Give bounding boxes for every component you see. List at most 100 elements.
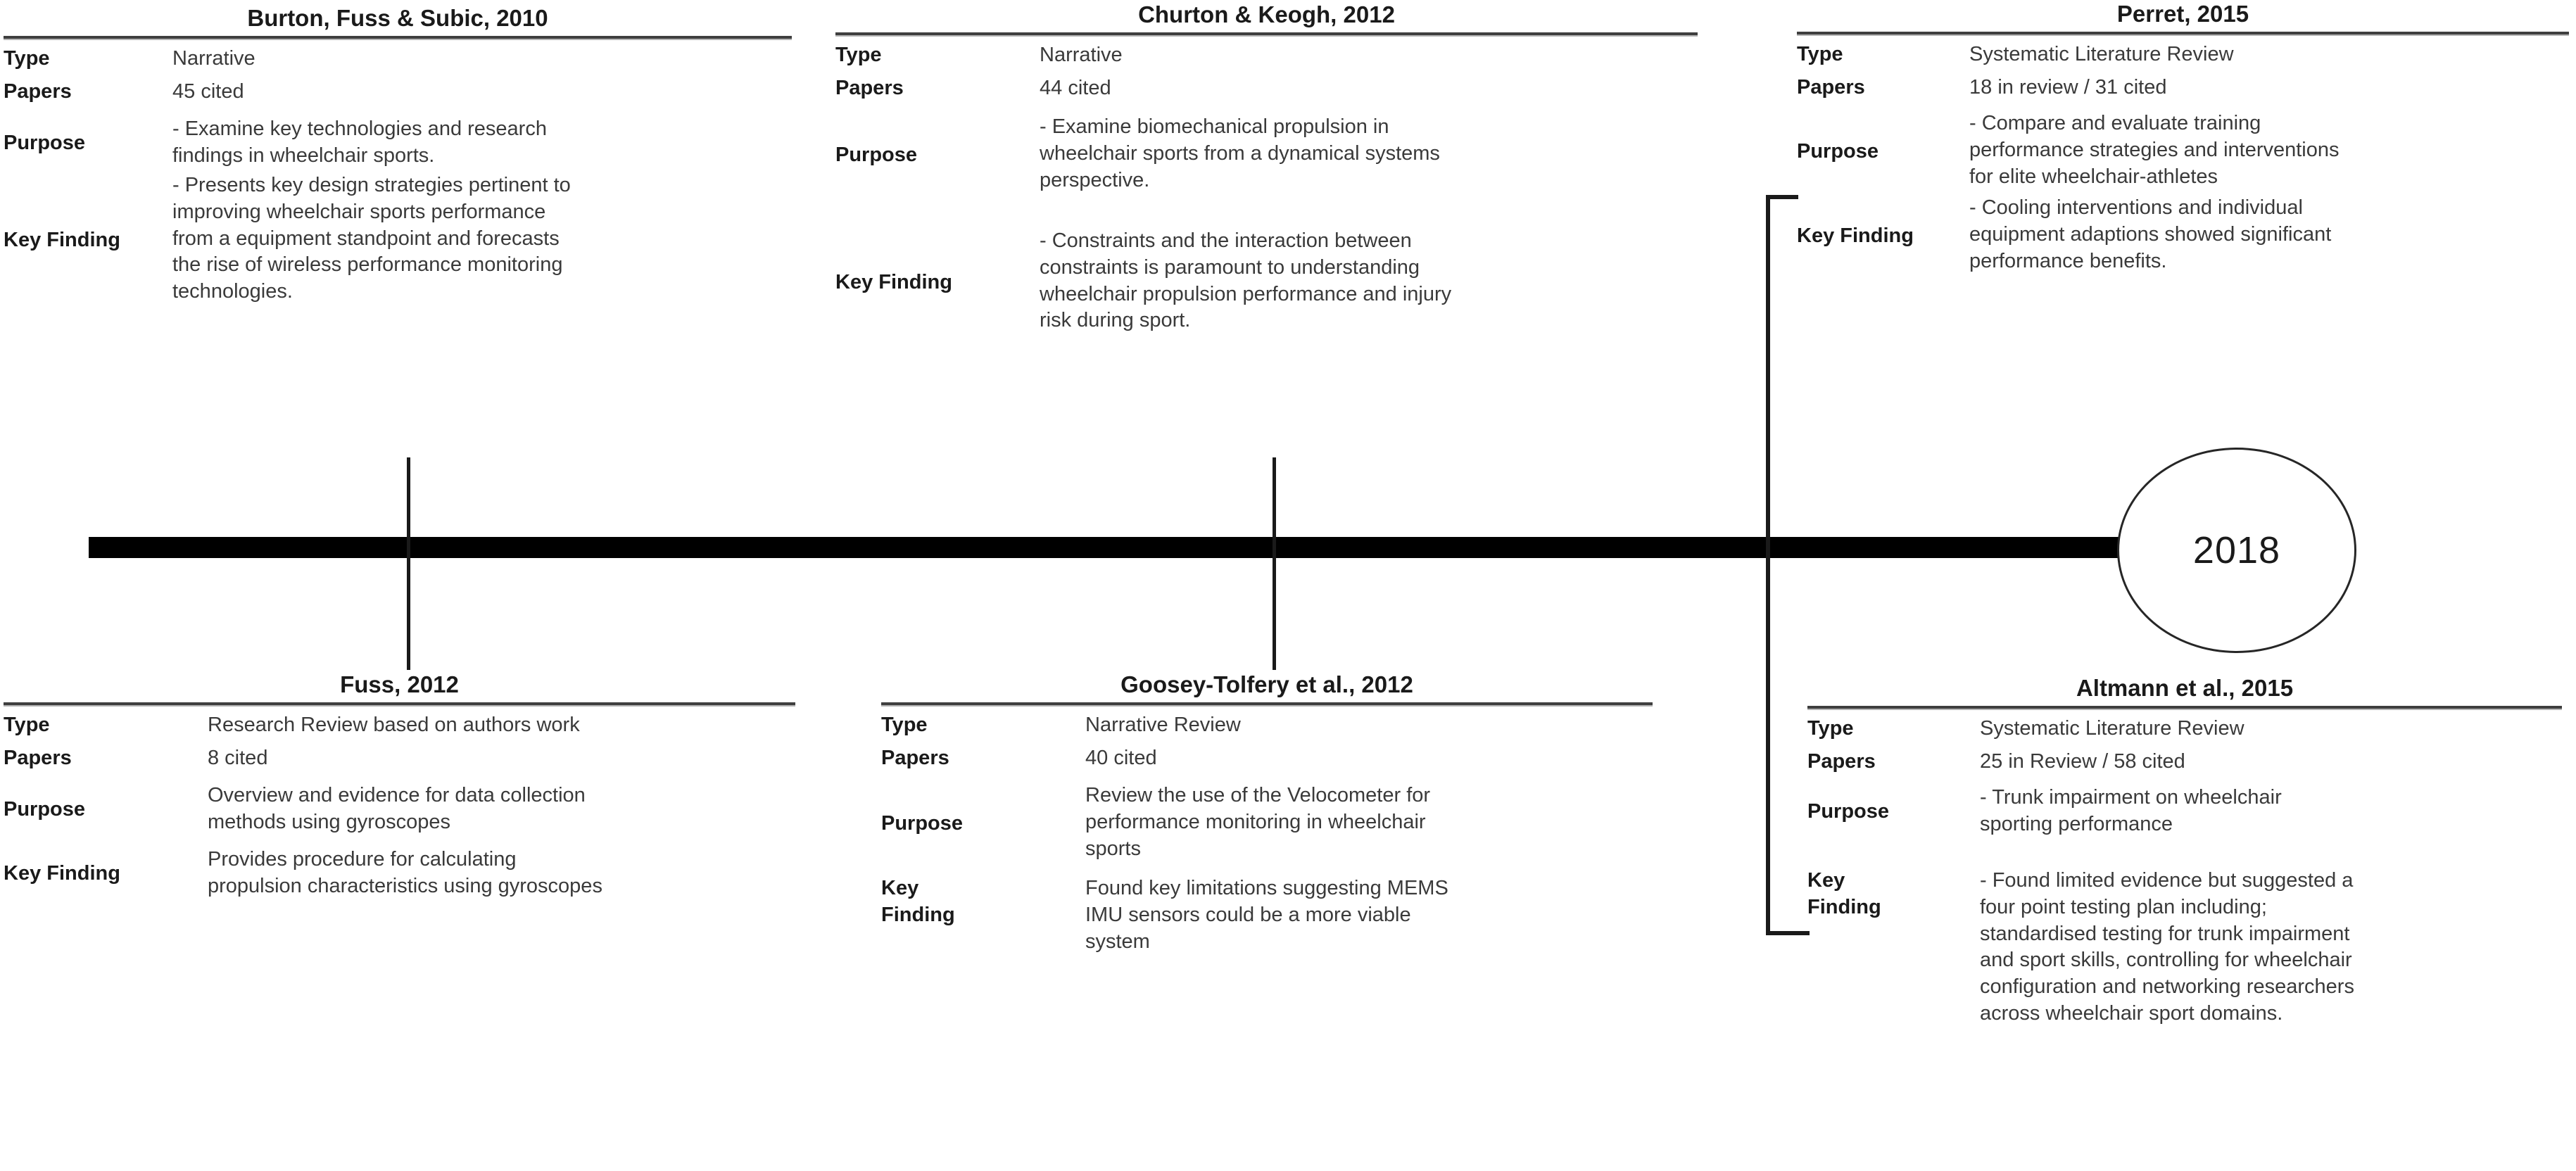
row-label-purpose: Purpose bbox=[1807, 800, 1890, 823]
card-row: Papers 44 cited bbox=[835, 75, 1698, 102]
row-label-type: Type bbox=[4, 713, 50, 736]
card-row: Type Narrative bbox=[4, 46, 792, 72]
card-row: Papers 8 cited bbox=[4, 745, 795, 772]
card-row: Type Systematic Literature Review bbox=[1797, 42, 2569, 68]
row-label-papers: Papers bbox=[1797, 75, 1865, 99]
row-label-papers: Papers bbox=[4, 746, 72, 769]
card-row: Type Narrative Review bbox=[881, 712, 1653, 739]
row-label-type: Type bbox=[835, 43, 882, 66]
row-label-type: Type bbox=[1807, 716, 1854, 740]
row-label-papers: Papers bbox=[1807, 749, 1876, 773]
card-burton-fuss-subic-2010: Burton, Fuss & Subic, 2010 Type Narrativ… bbox=[4, 5, 792, 309]
card-row: Purpose - Compare and evaluate training … bbox=[1797, 110, 2569, 194]
row-label-key-finding: Key Finding bbox=[4, 229, 120, 252]
card-row: Key Finding Found key limitations sugges… bbox=[881, 875, 1653, 958]
row-value-key-finding: Found key limitations suggesting MEMS IM… bbox=[1085, 877, 1448, 953]
row-label-key-finding: Key Finding bbox=[1797, 224, 1914, 248]
card-title: Fuss, 2012 bbox=[340, 671, 459, 697]
row-value-type: Narrative bbox=[172, 46, 255, 70]
connector-right-bracket-bottom-tick bbox=[1766, 931, 1810, 935]
row-value-purpose: - Compare and evaluate training performa… bbox=[1969, 112, 2340, 188]
card-title: Churton & Keogh, 2012 bbox=[1138, 1, 1395, 27]
card-row: Papers 25 in Review / 58 cited bbox=[1807, 749, 2562, 776]
card-row: Papers 18 in review / 31 cited bbox=[1797, 75, 2569, 101]
card-rows: Type Systematic Literature Review Papers… bbox=[1807, 716, 2562, 1031]
row-value-papers: 45 cited bbox=[172, 80, 244, 103]
card-rows: Type Research Review based on authors wo… bbox=[4, 712, 795, 901]
card-row: Key Finding - Cooling interventions and … bbox=[1797, 195, 2569, 278]
row-value-type: Systematic Literature Review bbox=[1980, 716, 2244, 740]
row-value-key-finding: - Cooling interventions and individual e… bbox=[1969, 196, 2332, 272]
row-value-papers: 40 cited bbox=[1085, 746, 1157, 769]
card-row: Key Finding - Presents key design strate… bbox=[4, 172, 792, 309]
row-label-purpose: Purpose bbox=[4, 132, 86, 155]
row-value-key-finding: - Found limited evidence but suggested a… bbox=[1980, 869, 2354, 1025]
connector-right-bracket-stem bbox=[1766, 195, 1770, 935]
card-title: Perret, 2015 bbox=[2116, 1, 2249, 27]
row-label-purpose: Purpose bbox=[881, 812, 964, 835]
row-label-type: Type bbox=[1797, 42, 1843, 65]
card-altmann-2015: Altmann et al., 2015 Type Systematic Lit… bbox=[1807, 675, 2562, 1031]
card-title: Goosey-Tolfery et al., 2012 bbox=[1120, 671, 1413, 697]
card-perret-2015: Perret, 2015 Type Systematic Literature … bbox=[1797, 1, 2569, 278]
card-row: Key Finding - Found limited evidence but… bbox=[1807, 868, 2562, 1031]
card-rule bbox=[4, 702, 795, 705]
row-value-purpose: - Examine biomechanical propulsion in wh… bbox=[1040, 115, 1440, 191]
row-value-type: Systematic Literature Review bbox=[1969, 42, 2234, 65]
card-row: Purpose - Trunk impairment on wheelchair… bbox=[1807, 785, 2562, 840]
card-rule bbox=[1797, 31, 2569, 34]
row-value-purpose: Review the use of the Velocometer for pe… bbox=[1085, 784, 1431, 860]
card-row: Purpose - Examine biomechanical propulsi… bbox=[835, 114, 1698, 197]
row-value-papers: 25 in Review / 58 cited bbox=[1980, 749, 2185, 773]
row-label-type: Type bbox=[4, 46, 50, 70]
card-rows: Type Narrative Review Papers 40 cited Pu… bbox=[881, 712, 1653, 958]
timeline-node-2018: 2018 bbox=[2117, 448, 2356, 653]
card-goosey-tolfery-2012: Goosey-Tolfery et al., 2012 Type Narrati… bbox=[881, 671, 1653, 958]
card-rows: Type Narrative Papers 44 cited Purpose -… bbox=[835, 42, 1698, 338]
row-value-key-finding: Provides procedure for calculating propu… bbox=[208, 848, 602, 898]
card-rule bbox=[1807, 705, 2562, 709]
card-title: Altmann et al., 2015 bbox=[2076, 675, 2294, 701]
row-label-key-finding: Key Finding bbox=[1807, 869, 1881, 919]
row-value-type: Research Review based on authors work bbox=[208, 713, 580, 736]
row-label-purpose: Purpose bbox=[1797, 140, 1879, 163]
card-row: Purpose Review the use of the Velocomete… bbox=[881, 783, 1653, 866]
row-label-papers: Papers bbox=[881, 746, 949, 769]
timeline-spine bbox=[89, 537, 2126, 558]
row-value-purpose: - Examine key technologies and research … bbox=[172, 118, 547, 167]
row-value-papers: 44 cited bbox=[1040, 76, 1111, 99]
card-fuss-2012: Fuss, 2012 Type Research Review based on… bbox=[4, 671, 795, 901]
card-row: Purpose - Examine key technologies and r… bbox=[4, 116, 792, 171]
row-label-key-finding: Key Finding bbox=[835, 271, 952, 294]
card-churton-keogh-2012: Churton & Keogh, 2012 Type Narrative Pap… bbox=[835, 1, 1698, 338]
row-label-papers: Papers bbox=[835, 76, 904, 99]
card-rows: Type Narrative Papers 45 cited Purpose -… bbox=[4, 46, 792, 309]
card-row: Purpose Overview and evidence for data c… bbox=[4, 783, 795, 837]
row-value-purpose: - Trunk impairment on wheelchair sportin… bbox=[1980, 786, 2282, 836]
connector-right-bracket-top-tick bbox=[1766, 195, 1798, 199]
card-row: Papers 45 cited bbox=[4, 79, 792, 106]
card-rule bbox=[835, 32, 1698, 35]
row-label-purpose: Purpose bbox=[4, 798, 86, 821]
row-label-papers: Papers bbox=[4, 80, 72, 103]
row-value-papers: 8 cited bbox=[208, 746, 268, 769]
card-rule bbox=[4, 35, 792, 39]
connector-left bbox=[407, 457, 410, 670]
row-label-purpose: Purpose bbox=[835, 144, 918, 167]
card-rule bbox=[881, 702, 1653, 705]
timeline-node-label: 2018 bbox=[2192, 529, 2281, 571]
card-row: Key Finding - Constraints and the intera… bbox=[835, 228, 1698, 338]
row-label-type: Type bbox=[881, 713, 928, 736]
card-row: Papers 40 cited bbox=[881, 745, 1653, 772]
row-value-purpose: Overview and evidence for data collectio… bbox=[208, 784, 586, 834]
card-row: Type Narrative bbox=[835, 42, 1698, 69]
connector-middle bbox=[1273, 457, 1276, 670]
card-row: Type Research Review based on authors wo… bbox=[4, 712, 795, 739]
row-value-key-finding: - Presents key design strategies pertine… bbox=[172, 174, 571, 303]
row-value-papers: 18 in review / 31 cited bbox=[1969, 75, 2167, 99]
card-title: Burton, Fuss & Subic, 2010 bbox=[247, 5, 548, 31]
card-rows: Type Systematic Literature Review Papers… bbox=[1797, 42, 2569, 278]
row-value-type: Narrative bbox=[1040, 43, 1123, 66]
row-value-type: Narrative Review bbox=[1085, 713, 1241, 736]
row-value-key-finding: - Constraints and the interaction betwee… bbox=[1040, 229, 1452, 332]
